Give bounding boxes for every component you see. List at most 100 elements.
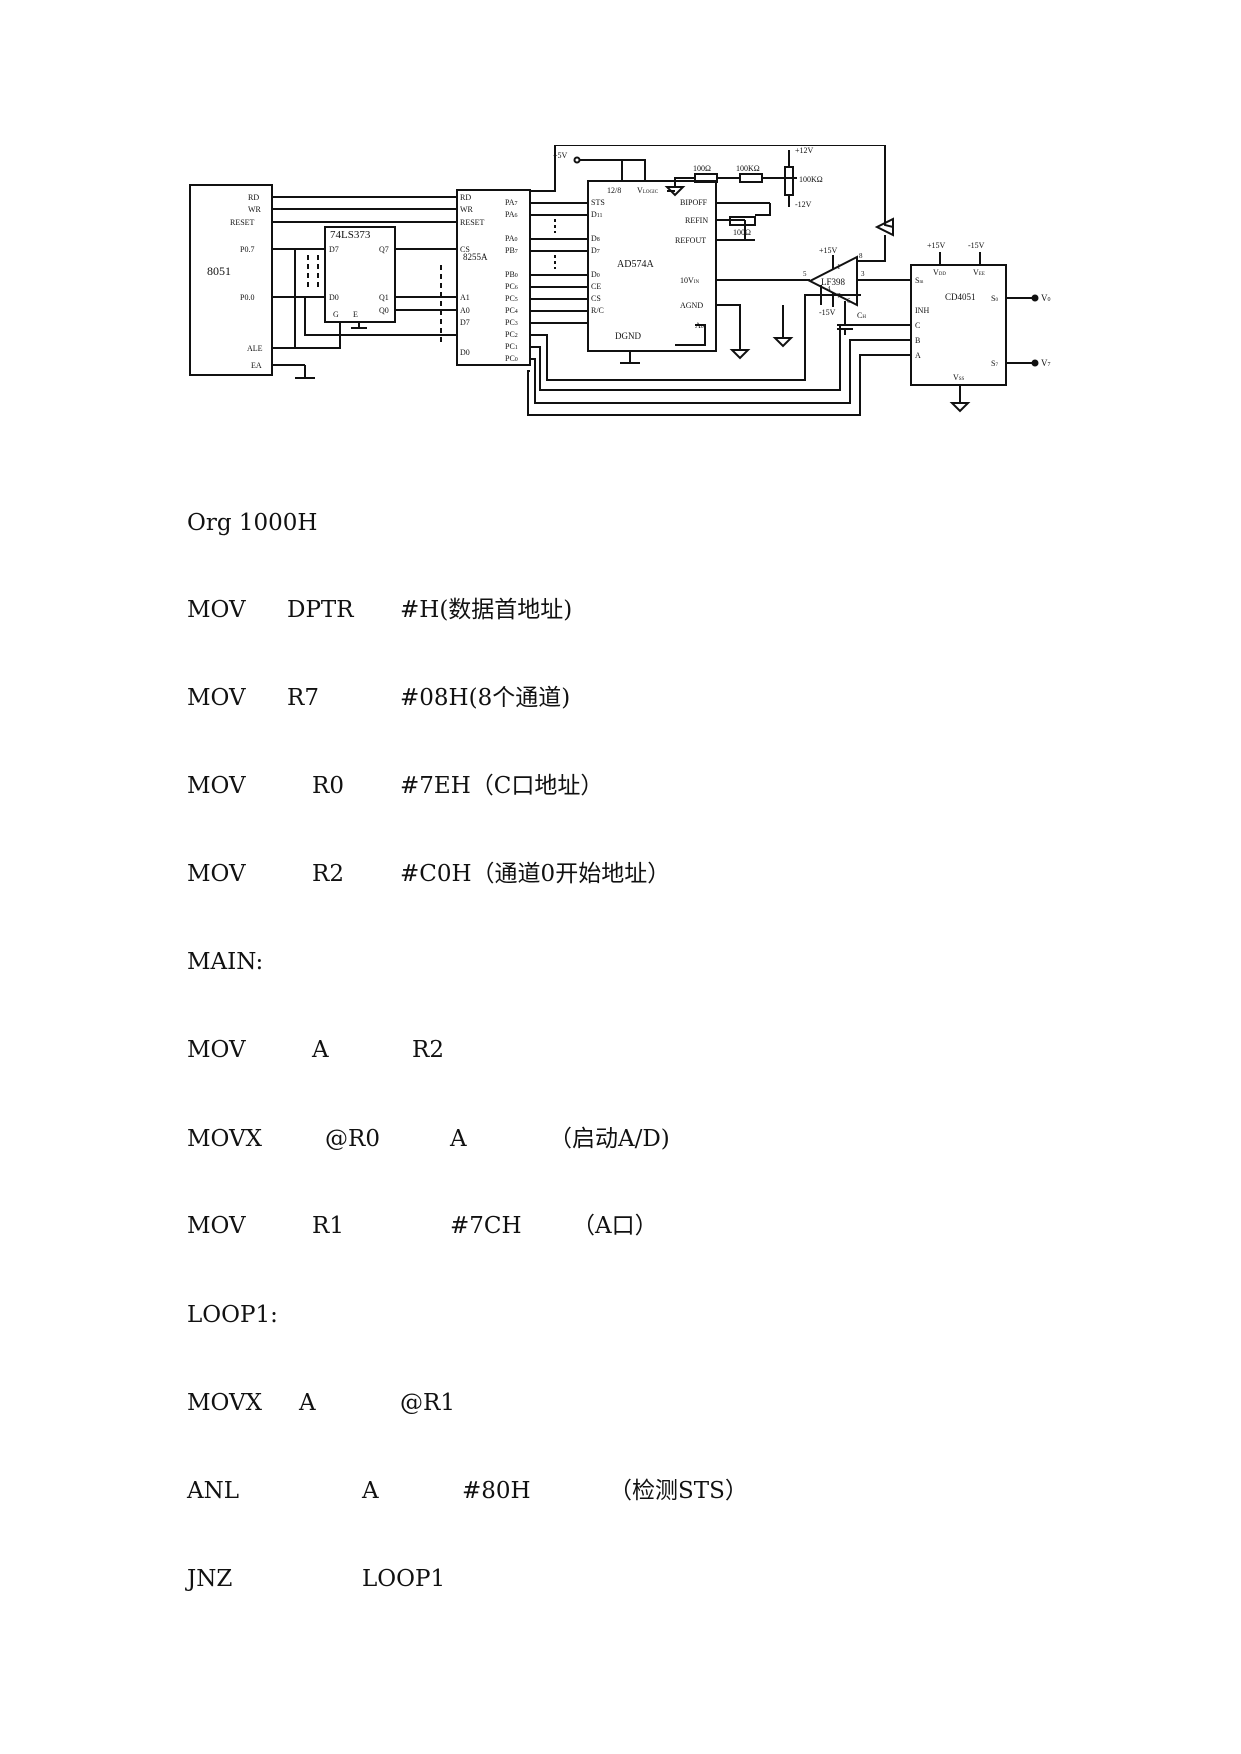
sh-label: LF398 [821, 277, 846, 287]
ppi-pc2-sub: 2 [515, 333, 518, 339]
ppi-pa6-sub: 6 [515, 213, 518, 219]
mux-m15v-label: -15V [968, 241, 985, 250]
adc-ad574a-box [587, 180, 717, 352]
sh-pin3: 3 [861, 270, 865, 278]
adc-d0-pin: D [591, 270, 597, 279]
latch-g-pin: G [333, 310, 339, 319]
latch-q7-pin: Q7 [379, 245, 389, 254]
code-token: MOV [187, 1213, 246, 1239]
svg-text:A0: A0 [695, 321, 704, 330]
ppi-pc0-sub: 0 [515, 357, 518, 363]
adc-d0-sub: 0 [597, 273, 600, 279]
code-token: MOV [187, 1037, 246, 1063]
svg-text:Sm: Sm [915, 276, 923, 285]
ppi-pa7-pin: PA [505, 198, 515, 207]
latch-q1-pin: Q1 [379, 293, 389, 302]
latch-d0-pin: D0 [329, 293, 339, 302]
svg-text:PA6: PA6 [505, 210, 518, 219]
code-token: LOOP1 [362, 1566, 446, 1592]
resistor-r2-label: 100KΩ [736, 164, 760, 173]
ppi-pc6-pin: PC [505, 282, 515, 291]
svg-text:PA0: PA0 [505, 234, 518, 243]
ppi-pc3-sub: 3 [515, 321, 518, 327]
code-token: #H(数据首地址) [400, 597, 573, 623]
sh-pin6: 6 [847, 297, 851, 305]
mcu-p07-pin: P0.7 [240, 245, 254, 254]
adc-dgnd-pin: DGND [615, 331, 641, 341]
svg-text:V7: V7 [1041, 358, 1051, 368]
adc-10v-sub: IN [694, 280, 700, 285]
svg-text:10VIN: 10VIN [680, 276, 699, 285]
adc-a0-pin: A [695, 321, 701, 330]
svg-text:VEE: VEE [973, 268, 985, 277]
mux-vdd-sub: DD [939, 272, 947, 277]
adc-d8-pin: D [591, 234, 597, 243]
sh-pin1: 1 [837, 263, 841, 271]
ppi-pa0-pin: PA [505, 234, 515, 243]
code-token: #08H(8个通道) [400, 685, 571, 711]
adc-refin-pin: REFIN [685, 216, 708, 225]
mux-vdd-pin: V [933, 268, 939, 277]
sh-pin4: 4 [827, 285, 831, 293]
ppi-pb0-pin: PB [505, 270, 515, 279]
ppi-pb0-sub: 0 [515, 273, 518, 279]
svg-text:D0: D0 [591, 270, 600, 279]
ppi-pc3-pin: PC [505, 318, 515, 327]
mcu-rd-pin: RD [248, 193, 259, 202]
code-token: A [362, 1478, 379, 1504]
resistor-r1-label: 100Ω [693, 164, 711, 173]
svg-text:PB7: PB7 [505, 246, 518, 255]
adc-label: AD574A [617, 259, 654, 270]
ppi-pa7-sub: 7 [515, 201, 518, 207]
circuit-schematic: 8051 RD WR RESET P0.7 P0.0 ALE EA 74LS37… [189, 145, 1051, 416]
ppi-pa6-pin: PA [505, 210, 515, 219]
resistor-pot-label: 100KΩ [799, 175, 823, 184]
code-token: R2 [312, 861, 344, 887]
svg-text:PC4: PC4 [505, 306, 518, 315]
mux-a-pin: A [915, 351, 921, 360]
mcu-ale-pin: ALE [247, 344, 263, 353]
ppi-pc1-sub: 1 [515, 345, 518, 351]
ppi-pc6-sub: 6 [515, 285, 518, 291]
resistor-r3-label: 100Ω [733, 228, 751, 237]
sh-ch-label: C [857, 311, 862, 320]
adc-agnd-pin: AGND [680, 301, 703, 310]
ppi-pc5-sub: 5 [515, 297, 518, 303]
latch-q0-pin: Q0 [379, 306, 389, 315]
code-token: R7 [287, 685, 319, 711]
mux-label: CD4051 [945, 292, 976, 302]
mux-vee-pin: V [973, 268, 979, 277]
ppi-pc4-pin: PC [505, 306, 515, 315]
sh-m15v-label: -15V [819, 308, 836, 317]
code-token: DPTR [287, 597, 354, 623]
mux-p15v-label: +15V [927, 241, 946, 250]
code-token: MOVX [187, 1126, 262, 1152]
ppi-pb7-sub: 7 [515, 249, 518, 255]
code-token: R1 [312, 1213, 344, 1239]
ppi-pb7-pin: PB [505, 246, 515, 255]
code-token: #7EH（C口地址） [400, 773, 604, 799]
ppi-d0-pin: D0 [460, 348, 470, 357]
code-token: #80H [462, 1478, 531, 1504]
mcu-8051-box [189, 184, 273, 376]
adc-ce-pin: CE [591, 282, 601, 291]
mcu-reset-pin: RESET [230, 218, 255, 227]
mux-c-pin: C [915, 321, 920, 330]
adc-sts-pin: STS [591, 198, 605, 207]
code-token: MOVX [187, 1390, 262, 1416]
code-token: @R1 [400, 1390, 455, 1416]
svg-text:VLOGIC: VLOGIC [637, 186, 659, 195]
mux-inh-pin: INH [915, 306, 929, 315]
svg-text:VDD: VDD [933, 268, 946, 277]
code-token: LOOP1: [187, 1302, 278, 1328]
sh-ch-sub: H [862, 315, 866, 320]
mcu-label: 8051 [207, 264, 231, 278]
adc-mode-pin: 12/8 [607, 186, 621, 195]
mux-s0-pin: S [991, 294, 995, 303]
sh-pin8: 8 [859, 252, 863, 260]
mux-sm-sub: m [919, 280, 923, 285]
adc-rc-pin: R/C [591, 306, 604, 315]
svg-text:PC5: PC5 [505, 294, 518, 303]
svg-text:VSS: VSS [953, 373, 965, 382]
code-token: MAIN: [187, 949, 264, 975]
